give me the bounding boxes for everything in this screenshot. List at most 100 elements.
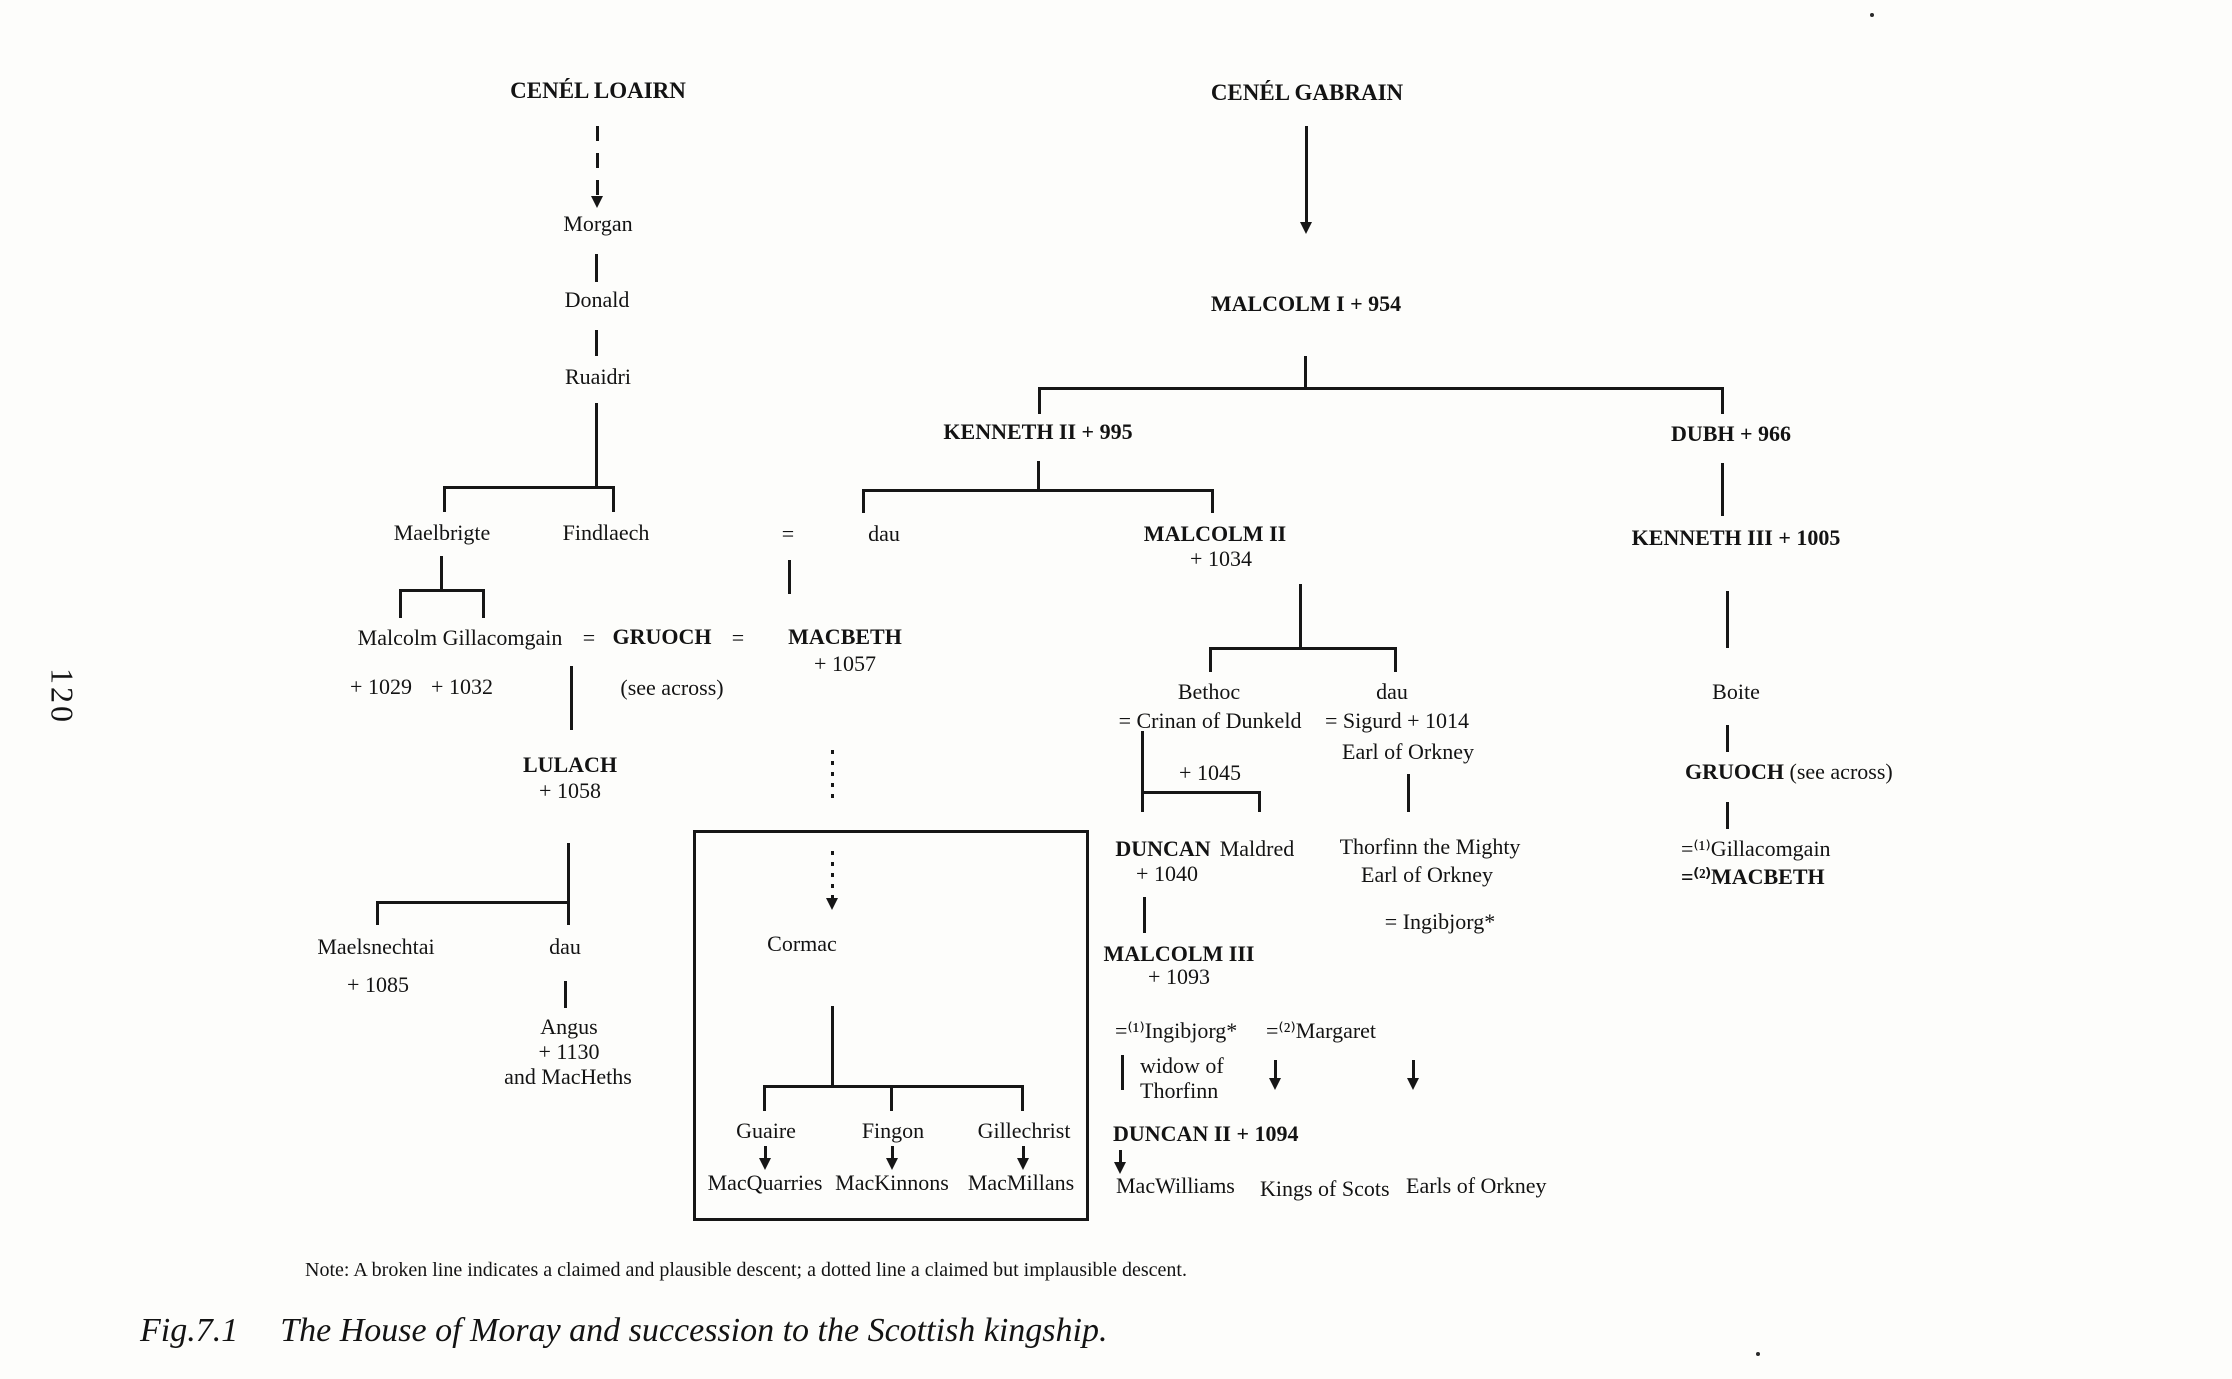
node-dau-of-kenneth: dau — [868, 521, 900, 546]
bracket-drop — [482, 589, 485, 618]
page-number: 120 — [44, 668, 81, 725]
node-boite: Boite — [1712, 679, 1760, 704]
node-sigurd-title: Earl of Orkney — [1342, 739, 1474, 764]
node-gillacomgain-death: + 1032 — [431, 674, 493, 699]
succession-arrow-line — [1274, 1060, 1277, 1080]
descent-line — [1726, 591, 1729, 648]
arrow-down-icon — [1407, 1078, 1419, 1090]
node-lulach: LULACH — [522, 752, 618, 777]
node-findlaech: Findlaech — [562, 520, 650, 545]
descent-line — [1141, 731, 1144, 812]
node-cormac: Cormac — [767, 931, 837, 956]
bracket-drop — [612, 486, 615, 512]
descent-line — [595, 403, 598, 487]
bracket-drop — [1394, 647, 1397, 672]
node-thorfinn-title: Earl of Orkney — [1361, 862, 1493, 887]
descent-line — [1304, 356, 1307, 388]
bracket-drop — [763, 1085, 766, 1111]
gruoch-name: GRUOCH — [1685, 759, 1784, 784]
descent-line — [1407, 774, 1410, 812]
node-bethoc-marriage: = Crinan of Dunkeld — [1118, 708, 1302, 733]
node-duncan-i: DUNCAN — [1115, 836, 1211, 861]
descent-line — [1726, 725, 1729, 752]
node-gruoch-boite-line: GRUOCH (see across) — [1685, 759, 1893, 784]
clan-arrow-line — [764, 1146, 767, 1160]
node-duncan-ii: DUNCAN II + 1094 — [1113, 1121, 1299, 1146]
scan-speck — [1870, 13, 1874, 17]
arrow-down-icon — [591, 196, 603, 208]
node-thorfinn-marriage: = Ingibjorg* — [1384, 909, 1496, 934]
descent-line — [564, 981, 567, 1008]
node-angus: Angus — [540, 1014, 598, 1039]
descent-line — [595, 254, 598, 282]
descent-line — [595, 330, 598, 356]
node-maelbrigte: Maelbrigte — [393, 520, 491, 545]
sibling-bracket — [400, 589, 484, 592]
node-widow-of: widow of — [1140, 1053, 1224, 1078]
node-kenneth-iii: KENNETH III + 1005 — [1631, 525, 1841, 550]
clan-arrow-line — [1022, 1146, 1025, 1160]
equals-gruoch-macbeth: = — [731, 625, 745, 650]
node-maldred: Maldred — [1219, 836, 1295, 861]
node-maelsnechtai: Maelsnechtai — [317, 934, 435, 959]
node-dau-sigurd-marriage: = Sigurd + 1014 — [1325, 708, 1469, 733]
descent-line — [831, 1006, 834, 1086]
sibling-bracket — [1210, 647, 1396, 650]
descent-line — [1299, 584, 1302, 648]
descent-line-dotted — [831, 750, 834, 802]
bracket-drop — [399, 589, 402, 618]
node-donald: Donald — [564, 287, 630, 312]
arrow-down-icon — [1300, 222, 1312, 234]
node-cenel-gabrain: CENÉL GABRAIN — [1210, 80, 1404, 105]
arrow-down-icon — [826, 898, 838, 910]
node-dau-of-malcolm-ii: dau — [1376, 679, 1408, 704]
node-kings-of-scots: Kings of Scots — [1260, 1176, 1390, 1201]
descent-line — [1121, 1055, 1124, 1090]
descent-line — [570, 666, 573, 730]
sibling-bracket — [444, 486, 614, 489]
node-malcolm-gillacomgain: Malcolm Gillacomgain — [357, 625, 563, 650]
bracket-drop — [1721, 387, 1724, 414]
node-morgan: Morgan — [563, 211, 633, 236]
node-bethoc: Bethoc — [1177, 679, 1241, 704]
succession-arrow-line — [1119, 1150, 1122, 1164]
clan-arrow-line — [891, 1146, 894, 1160]
arrow-down-icon — [759, 1158, 771, 1170]
node-gillechrist: Gillechrist — [977, 1118, 1071, 1143]
node-dubh: DUBH + 966 — [1670, 421, 1792, 446]
figure-caption-text: The House of Moray and succession to the… — [280, 1312, 1108, 1349]
cormac-clans-box — [693, 830, 1089, 1221]
descent-line — [1305, 126, 1308, 224]
node-malcolm-iii: MALCOLM III — [1103, 941, 1255, 966]
descent-line-dotted — [831, 851, 834, 898]
node-thorfinn: Thorfinn the Mighty — [1339, 834, 1521, 859]
node-angus-death: + 1130 — [538, 1039, 600, 1064]
note-see-across: (see across) — [620, 675, 724, 700]
bracket-drop — [1209, 647, 1212, 672]
bracket-drop — [862, 489, 865, 513]
arrow-down-icon — [1114, 1162, 1126, 1174]
descent-line — [1037, 461, 1040, 491]
node-duncan-i-death: + 1040 — [1136, 861, 1198, 886]
succession-arrow-line — [1412, 1060, 1415, 1080]
node-cenel-loairn: CENÉL LOAIRN — [510, 78, 686, 103]
descent-line — [1726, 802, 1729, 829]
node-malcolm-ii-death: + 1034 — [1190, 546, 1252, 571]
node-gruoch-marriage-1: =⁽¹⁾Gillacomgain — [1681, 836, 1831, 861]
node-widow-thorfinn: Thorfinn — [1140, 1078, 1219, 1103]
descent-line — [788, 560, 791, 594]
equals-findlaech-dau: = — [781, 521, 795, 546]
node-malcolm-iii-marriage-1: =⁽¹⁾Ingibjorg* — [1115, 1018, 1238, 1043]
bracket-drop — [443, 486, 446, 512]
node-lulach-death: + 1058 — [539, 778, 601, 803]
bracket-drop — [1211, 489, 1214, 513]
node-malcolm-iii-death: + 1093 — [1148, 964, 1210, 989]
node-macbeth-death: + 1057 — [814, 651, 876, 676]
sibling-bracket — [863, 489, 1213, 492]
node-guaire: Guaire — [736, 1118, 796, 1143]
node-crinan-death: + 1045 — [1179, 760, 1241, 785]
figure-note: Note: A broken line indicates a claimed … — [305, 1259, 1187, 1281]
arrow-down-icon — [886, 1158, 898, 1170]
